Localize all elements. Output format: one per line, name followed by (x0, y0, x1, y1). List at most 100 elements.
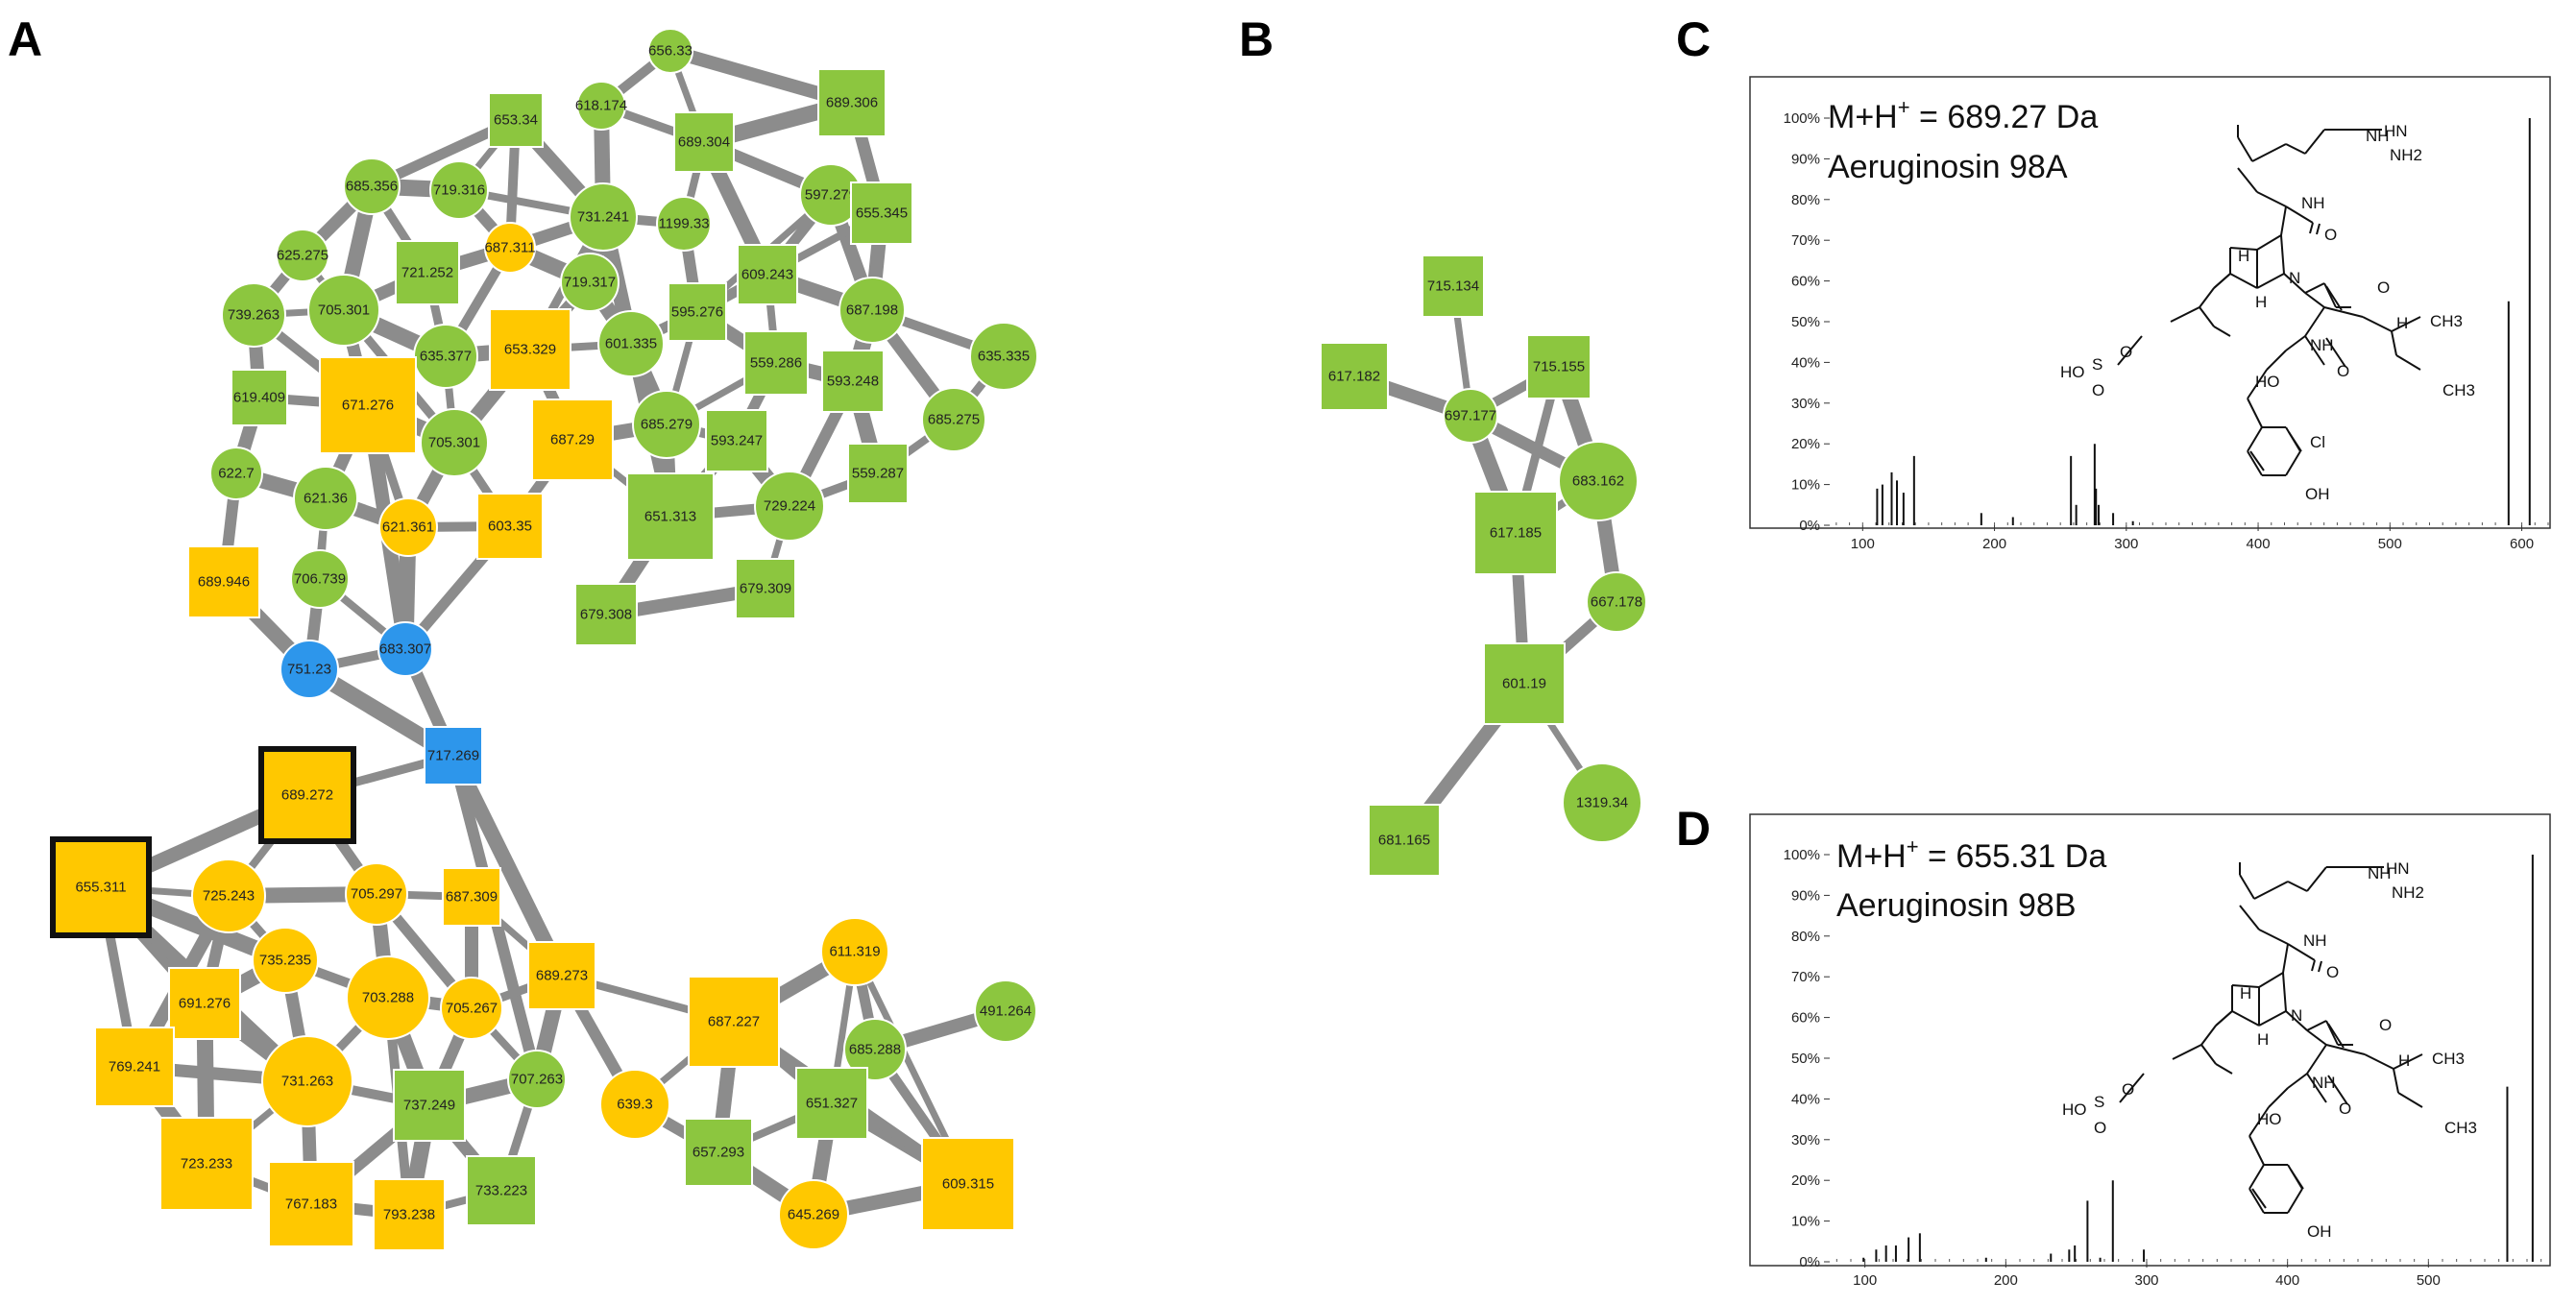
network-node[interactable]: 721.252 (395, 240, 460, 305)
network-node[interactable]: 635.377 (413, 324, 478, 389)
network-node[interactable]: 621.36 (293, 466, 358, 531)
network-node[interactable]: 685.279 (632, 390, 701, 459)
network-node[interactable]: 769.241 (94, 1027, 175, 1107)
network-node[interactable]: 751.23 (279, 640, 339, 699)
network-node[interactable]: 609.315 (921, 1137, 1015, 1231)
network-node[interactable]: 687.29 (531, 399, 614, 481)
network-node[interactable]: 717.269 (424, 726, 483, 785)
network-node[interactable]: 1319.34 (1562, 762, 1642, 843)
network-node[interactable]: 655.311 (50, 836, 152, 938)
network-node[interactable]: 657.293 (684, 1118, 753, 1187)
network-node[interactable]: 683.162 (1558, 441, 1639, 521)
network-node[interactable]: 689.306 (817, 68, 887, 137)
network-node[interactable]: 731.263 (261, 1035, 353, 1127)
network-node[interactable]: 689.946 (187, 545, 260, 618)
network-node[interactable]: 689.304 (673, 111, 735, 173)
y-tick-label: 20% (1791, 1172, 1820, 1189)
y-tick-label: 60% (1791, 274, 1820, 290)
network-node[interactable]: 685.275 (921, 387, 986, 452)
network-node[interactable]: 618.174 (575, 81, 627, 131)
node-square (688, 976, 780, 1068)
network-node[interactable]: 689.273 (527, 941, 596, 1010)
network-node[interactable]: 595.276 (668, 282, 727, 342)
network-node[interactable]: 601.19 (1483, 642, 1566, 725)
node-square (94, 1027, 175, 1107)
node-label: 725.243 (203, 888, 255, 905)
network-node[interactable]: 723.233 (159, 1117, 254, 1211)
node-label: 751.23 (287, 662, 331, 678)
network-node[interactable]: 635.335 (969, 322, 1038, 391)
network-node[interactable]: 685.288 (843, 1018, 907, 1081)
network-node[interactable]: 621.361 (378, 497, 438, 557)
network-node[interactable]: 719.316 (429, 160, 489, 220)
network-node[interactable]: 617.185 (1473, 491, 1558, 575)
network-node[interactable]: 687.311 (484, 222, 536, 274)
structure-atom-label: H (2240, 984, 2251, 1003)
node-square (393, 1069, 466, 1142)
network-node[interactable]: 655.345 (850, 181, 913, 245)
network-node[interactable]: 733.223 (466, 1155, 537, 1226)
network-node[interactable]: 706.739 (290, 549, 350, 609)
network-node[interactable]: 731.241 (569, 182, 638, 252)
node-label: 715.155 (1533, 359, 1585, 375)
network-node[interactable]: 671.276 (319, 356, 417, 454)
network-node[interactable]: 559.287 (847, 443, 909, 504)
network-node[interactable]: 617.182 (1320, 342, 1389, 411)
structure-atom-label: O (2379, 1016, 2392, 1034)
network-node[interactable]: 653.329 (489, 308, 571, 391)
network-node[interactable]: 719.317 (560, 253, 620, 312)
network-node[interactable]: 729.224 (754, 471, 825, 542)
network-node[interactable]: 737.249 (393, 1069, 466, 1142)
network-node[interactable]: 1199.33 (656, 196, 712, 252)
network-node[interactable]: 725.243 (191, 858, 266, 933)
structure-bond (2364, 1053, 2394, 1070)
network-node[interactable]: 619.409 (231, 369, 288, 426)
network-node[interactable]: 697.177 (1443, 388, 1498, 444)
network-node[interactable]: 703.288 (346, 955, 430, 1040)
network-node[interactable]: 609.243 (737, 244, 798, 305)
network-node[interactable]: 793.238 (373, 1178, 446, 1251)
network-node[interactable]: 687.309 (442, 867, 501, 927)
node-label: 705.301 (318, 302, 370, 319)
structure-bond (2248, 1188, 2265, 1214)
network-node[interactable]: 491.264 (974, 979, 1037, 1043)
network-node[interactable]: 707.263 (507, 1050, 567, 1109)
network-node[interactable]: 603.35 (476, 493, 544, 560)
network-node[interactable]: 667.178 (1586, 571, 1647, 633)
network-node[interactable]: 705.301 (307, 274, 380, 347)
network-node[interactable]: 705.267 (440, 977, 503, 1040)
network-node[interactable]: 687.198 (838, 277, 906, 344)
x-tick-label: 300 (2114, 536, 2138, 552)
node-label: 705.301 (428, 435, 480, 451)
network-node[interactable]: 705.297 (345, 862, 408, 926)
network-node[interactable]: 739.263 (221, 282, 286, 348)
network-node[interactable]: 625.275 (276, 229, 329, 282)
network-node[interactable]: 735.235 (252, 927, 319, 994)
network-node[interactable]: 656.33 (647, 28, 693, 74)
network-node[interactable]: 683.307 (377, 621, 433, 677)
network-node[interactable]: 691.276 (168, 967, 241, 1040)
network-node[interactable]: 705.301 (420, 408, 489, 477)
structure-bond (2391, 316, 2421, 332)
network-node[interactable]: 651.327 (795, 1067, 868, 1140)
network-node[interactable]: 715.155 (1526, 334, 1592, 399)
network-node[interactable]: 679.308 (574, 583, 638, 646)
network-node[interactable]: 593.247 (705, 409, 768, 472)
network-node[interactable]: 653.34 (488, 92, 544, 148)
network-node[interactable]: 767.183 (268, 1161, 354, 1247)
network-node[interactable]: 685.356 (343, 157, 401, 215)
network-node[interactable]: 639.3 (599, 1069, 670, 1140)
network-node[interactable]: 681.165 (1368, 804, 1441, 877)
network-node[interactable]: 593.248 (821, 350, 885, 413)
network-node[interactable]: 611.319 (820, 917, 889, 986)
network-node[interactable]: 715.134 (1422, 254, 1485, 318)
network-node[interactable]: 651.313 (626, 472, 715, 561)
network-node[interactable]: 597.279 (799, 163, 863, 227)
network-node[interactable]: 679.309 (735, 558, 796, 619)
network-node[interactable]: 645.269 (778, 1179, 849, 1250)
network-node[interactable]: 687.227 (688, 976, 780, 1068)
network-node[interactable]: 601.335 (597, 310, 665, 377)
network-node[interactable]: 689.272 (258, 746, 356, 844)
network-node[interactable]: 559.286 (743, 330, 809, 396)
network-node[interactable]: 622.7 (209, 447, 263, 500)
